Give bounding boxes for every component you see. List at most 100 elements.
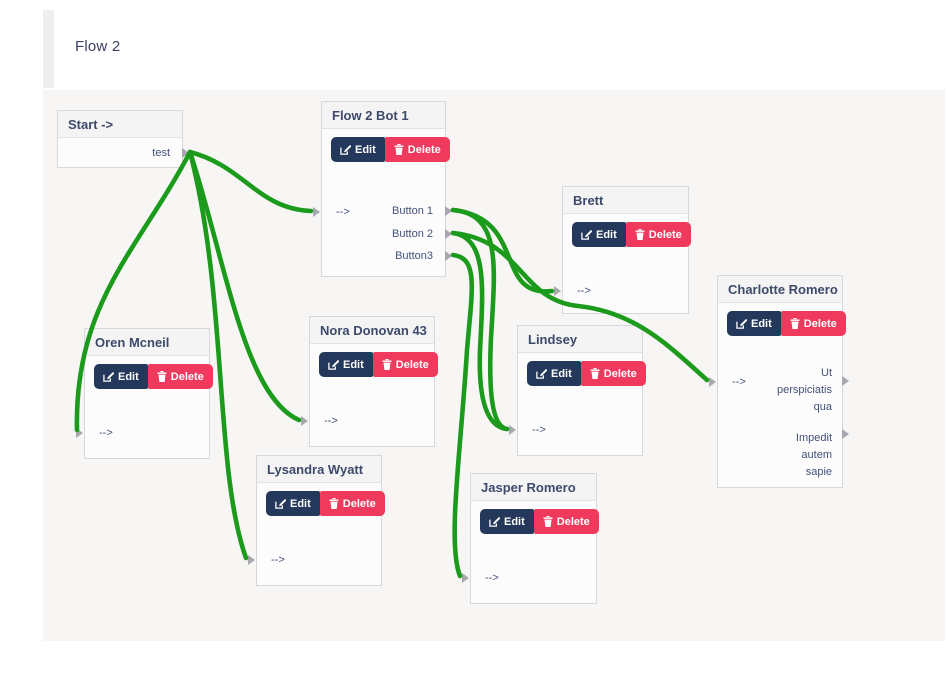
edit-button[interactable]: Edit bbox=[266, 491, 320, 516]
edit-button-label: Edit bbox=[118, 370, 139, 383]
edit-pencil-icon bbox=[275, 498, 286, 509]
edit-pencil-icon bbox=[736, 318, 747, 329]
delete-button[interactable]: Delete bbox=[780, 311, 846, 336]
delete-button[interactable]: Delete bbox=[372, 352, 438, 377]
output-port-label-button-3: Button3 bbox=[395, 250, 433, 262]
output-port-button-3[interactable] bbox=[445, 251, 452, 261]
node-title: Jasper Romero bbox=[481, 479, 576, 495]
node-title: Lindsey bbox=[528, 331, 578, 347]
input-port[interactable] bbox=[248, 555, 255, 565]
trash-icon bbox=[790, 318, 800, 329]
input-port[interactable] bbox=[509, 425, 516, 435]
node-brett-header[interactable]: Brett bbox=[563, 187, 688, 214]
delete-button[interactable]: Delete bbox=[580, 361, 646, 386]
node-lindsey-header[interactable]: Lindsey bbox=[518, 326, 642, 353]
edit-button[interactable]: Edit bbox=[727, 311, 781, 336]
output-port-button-1[interactable] bbox=[445, 206, 452, 216]
node-title: Oren Mcneil bbox=[95, 334, 170, 350]
input-port[interactable] bbox=[313, 207, 320, 217]
node-title: Lysandra Wyatt bbox=[267, 461, 364, 477]
input-port[interactable] bbox=[462, 573, 469, 583]
edit-button[interactable]: Edit bbox=[331, 137, 385, 162]
delete-button[interactable]: Delete bbox=[384, 137, 450, 162]
trash-icon bbox=[590, 368, 600, 379]
trash-icon bbox=[157, 371, 167, 382]
trash-icon bbox=[329, 498, 339, 509]
node-jasper-romero[interactable]: Jasper Romero Edit Delete --> bbox=[462, 473, 599, 604]
edit-button-label: Edit bbox=[751, 317, 772, 330]
input-port-label: --> bbox=[336, 206, 350, 218]
trash-icon bbox=[635, 229, 645, 240]
edit-button[interactable]: Edit bbox=[480, 509, 534, 534]
node-title: Flow 2 Bot 1 bbox=[332, 107, 409, 123]
output-port-impedit-autem[interactable] bbox=[842, 429, 849, 439]
node-flow-2-bot-1-header[interactable]: Flow 2 Bot 1 bbox=[322, 102, 445, 129]
node-nora-donovan-43-header[interactable]: Nora Donovan 43 bbox=[310, 317, 434, 344]
input-port-label: --> bbox=[732, 376, 746, 388]
node-title: Nora Donovan 43 bbox=[320, 322, 427, 338]
delete-button[interactable]: Delete bbox=[625, 222, 691, 247]
edit-pencil-icon bbox=[489, 516, 500, 527]
node-lysandra-wyatt-header[interactable]: Lysandra Wyatt bbox=[257, 456, 381, 483]
edit-pencil-icon bbox=[581, 229, 592, 240]
node-brett[interactable]: Brett Edit Delete --> bbox=[554, 186, 691, 314]
edit-pencil-icon bbox=[340, 144, 351, 155]
input-port-label: --> bbox=[271, 554, 285, 566]
output-port-label-test: test bbox=[152, 147, 170, 159]
delete-button[interactable]: Delete bbox=[533, 509, 599, 534]
output-port-label-button-2: Button 2 bbox=[392, 228, 433, 240]
output-port-test[interactable] bbox=[182, 148, 189, 158]
node-flow-2-bot-1[interactable]: Flow 2 Bot 1 Edit Delete --> Button 1 Bu… bbox=[313, 101, 452, 277]
delete-button-label: Delete bbox=[648, 228, 682, 241]
edit-button[interactable]: Edit bbox=[572, 222, 626, 247]
output-port-label-impedit-autem: Impedit autem sapie bbox=[795, 432, 832, 478]
delete-button-label: Delete bbox=[407, 143, 441, 156]
node-lindsey[interactable]: Lindsey Edit Delete --> bbox=[509, 325, 646, 456]
delete-button-label: Delete bbox=[170, 370, 204, 383]
node-start-header[interactable]: Start -> bbox=[58, 111, 182, 138]
node-start[interactable]: Start -> test bbox=[57, 110, 189, 168]
edit-button-label: Edit bbox=[504, 515, 525, 528]
edit-button-label: Edit bbox=[343, 358, 364, 371]
node-oren-mcneil-header[interactable]: Oren Mcneil bbox=[85, 329, 209, 356]
input-port-label: --> bbox=[324, 415, 338, 427]
node-title: Brett bbox=[573, 192, 604, 208]
edit-pencil-icon bbox=[328, 359, 339, 370]
input-port[interactable] bbox=[709, 377, 716, 387]
output-port-label-button-1: Button 1 bbox=[392, 205, 433, 217]
node-title: Start -> bbox=[68, 116, 114, 132]
edit-pencil-icon bbox=[103, 371, 114, 382]
trash-icon bbox=[543, 516, 553, 527]
node-lysandra-wyatt[interactable]: Lysandra Wyatt Edit Delete --> bbox=[248, 455, 385, 586]
edit-button-label: Edit bbox=[290, 497, 311, 510]
left-gutter bbox=[43, 10, 54, 88]
output-port-button-2[interactable] bbox=[445, 229, 452, 239]
input-port[interactable] bbox=[554, 286, 561, 296]
node-oren-mcneil[interactable]: Oren Mcneil Edit Delete --> bbox=[76, 328, 213, 459]
input-port[interactable] bbox=[76, 428, 83, 438]
input-port-label: --> bbox=[532, 424, 546, 436]
trash-icon bbox=[394, 144, 404, 155]
edit-button[interactable]: Edit bbox=[527, 361, 581, 386]
input-port-label: --> bbox=[577, 285, 591, 297]
edit-button[interactable]: Edit bbox=[319, 352, 373, 377]
delete-button[interactable]: Delete bbox=[147, 364, 213, 389]
input-port[interactable] bbox=[301, 416, 308, 426]
edit-button[interactable]: Edit bbox=[94, 364, 148, 389]
node-jasper-romero-header[interactable]: Jasper Romero bbox=[471, 474, 596, 501]
node-charlotte-romero[interactable]: Charlotte Romero Edit Delete --> Ut pers… bbox=[709, 275, 849, 488]
input-port-label: --> bbox=[99, 427, 113, 439]
delete-button-label: Delete bbox=[395, 358, 429, 371]
page-title: Flow 2 bbox=[75, 38, 121, 55]
delete-button-label: Delete bbox=[803, 317, 837, 330]
delete-button-label: Delete bbox=[603, 367, 637, 380]
input-port-label: --> bbox=[485, 572, 499, 584]
node-nora-donovan-43[interactable]: Nora Donovan 43 Edit Delete --> bbox=[301, 316, 438, 447]
node-charlotte-romero-header[interactable]: Charlotte Romero bbox=[718, 276, 842, 303]
flow-header: Flow 2 bbox=[54, 8, 845, 90]
edit-button-label: Edit bbox=[596, 228, 617, 241]
delete-button[interactable]: Delete bbox=[319, 491, 385, 516]
output-port-label-ut-perspiciatis: Ut perspiciatis qua bbox=[776, 367, 832, 413]
output-port-ut-perspiciatis[interactable] bbox=[842, 376, 849, 386]
